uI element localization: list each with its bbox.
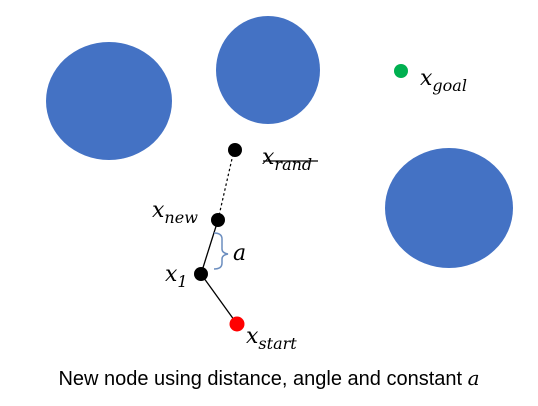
obstacle-top-middle xyxy=(216,16,320,124)
label-step-a: a xyxy=(233,241,246,266)
edge-one-to-new xyxy=(200,219,219,275)
label-x-1: x1 xyxy=(165,262,188,291)
node-goal xyxy=(394,64,408,78)
label-x-new: xnew xyxy=(152,198,198,227)
node-start xyxy=(229,316,245,332)
node-new xyxy=(211,213,225,227)
obstacle-top-left xyxy=(46,42,172,160)
node-one xyxy=(194,267,208,281)
caption-text: New node using distance, angle and const… xyxy=(58,368,463,390)
label-x-rand: xrand xyxy=(262,145,312,174)
label-x-start: xstart xyxy=(246,324,297,353)
edge-new-to-rand xyxy=(217,149,235,221)
obstacle-right xyxy=(385,148,513,268)
caption: New node using distance, angle and const… xyxy=(0,366,538,391)
label-x-goal: xgoal xyxy=(420,66,467,95)
caption-symbol: a xyxy=(467,366,480,390)
edge-start-to-one xyxy=(200,273,238,325)
node-rand xyxy=(228,143,242,157)
brace-icon xyxy=(213,232,229,270)
